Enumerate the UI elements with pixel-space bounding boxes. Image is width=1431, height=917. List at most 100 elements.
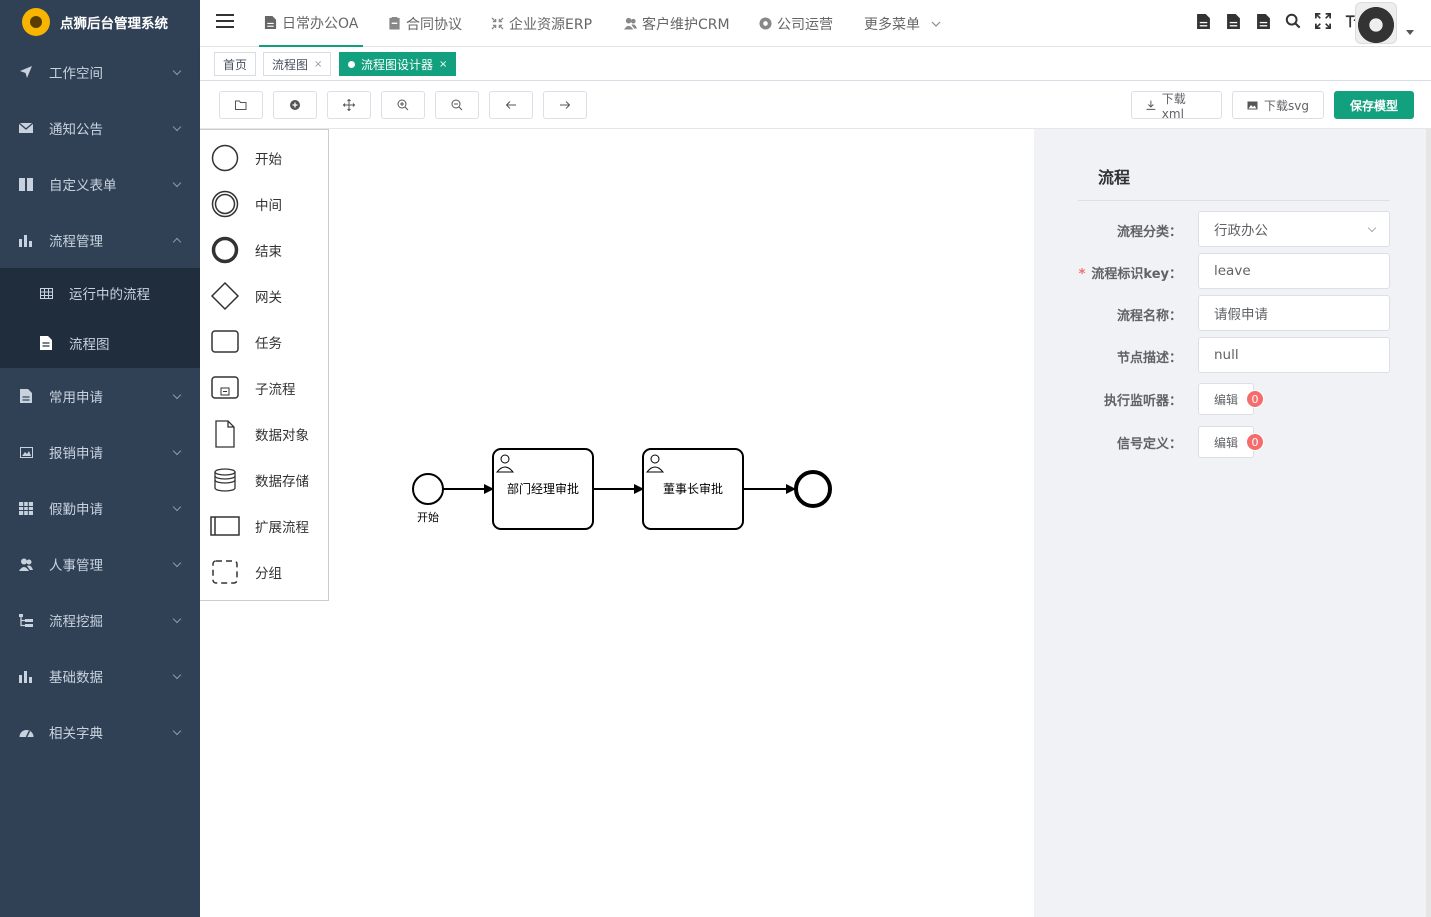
close-icon[interactable]: × [314, 58, 323, 70]
palette-start-event[interactable]: 开始 [200, 135, 328, 181]
node-description-input[interactable]: null [1198, 337, 1390, 373]
palette-subprocess[interactable]: 子流程 [200, 365, 328, 411]
end-event[interactable] [794, 470, 832, 508]
caret-down-icon[interactable] [1406, 30, 1414, 35]
sidebar-item-custom-form[interactable]: 自定义表单 [0, 156, 200, 212]
category-select[interactable]: 行政办公 [1198, 211, 1390, 247]
palette-group[interactable]: 分组 [200, 549, 328, 595]
group-icon [210, 557, 240, 587]
sidebar-item-notice[interactable]: 通知公告 [0, 100, 200, 156]
top-toolbar-icons [1195, 12, 1361, 30]
download-icon [1146, 100, 1156, 110]
palette-pool[interactable]: 扩展流程 [200, 503, 328, 549]
user-task-chairman[interactable]: 董事长审批 [642, 448, 744, 530]
new-diagram-button[interactable] [273, 91, 317, 119]
nav-tab-more-menu[interactable]: 更多菜单 [864, 0, 941, 47]
sidebar-item-label: 假勤申请 [49, 502, 103, 518]
palette-data-object[interactable]: 数据对象 [200, 411, 328, 457]
palette-label: 中间 [255, 198, 282, 214]
open-file-button[interactable] [219, 91, 263, 119]
nav-tab-erp[interactable]: 企业资源ERP [491, 0, 592, 47]
prop-row-signal: 信号定义： 编辑 0 [1034, 426, 1426, 462]
user-task-dept-manager[interactable]: 部门经理审批 [492, 448, 594, 530]
palette-intermediate-event[interactable]: 中间 [200, 181, 328, 227]
sidebar-item-reimburse[interactable]: 报销申请 [0, 424, 200, 480]
tag-home[interactable]: 首页 [214, 52, 257, 76]
palette-task[interactable]: 任务 [200, 319, 328, 365]
chevron-down-icon [172, 670, 182, 680]
move-icon [343, 99, 355, 111]
user-icon [645, 454, 665, 473]
properties-panel: 流程 流程分类： 行政办公 *流程标识key： leave 流程名称： 请假申请… [1034, 129, 1426, 917]
fit-view-button[interactable] [327, 91, 371, 119]
document-icon[interactable] [1225, 12, 1241, 30]
nav-tab-crm[interactable]: 客户维护CRM [624, 0, 730, 47]
zoom-out-button[interactable] [435, 91, 479, 119]
fullscreen-icon[interactable] [1315, 12, 1331, 30]
tag-flowchart[interactable]: 流程图 × [263, 52, 332, 76]
edit-signal-button[interactable]: 编辑 [1198, 426, 1254, 458]
document-icon[interactable] [1195, 12, 1211, 30]
sidebar-item-process-mining[interactable]: 流程挖掘 [0, 592, 200, 648]
tag-label: 首页 [223, 57, 248, 72]
zoom-in-button[interactable] [381, 91, 425, 119]
palette-label: 扩展流程 [255, 520, 309, 536]
sidebar-item-process-management[interactable]: 流程管理 [0, 212, 200, 268]
app-title: 点狮后台管理系统 [60, 16, 168, 32]
edit-listener-button[interactable]: 编辑 [1198, 383, 1254, 415]
process-key-input[interactable]: leave [1198, 253, 1390, 289]
document-icon[interactable] [1255, 12, 1271, 30]
data-store-icon [210, 465, 240, 495]
save-model-button[interactable]: 保存模型 [1334, 91, 1414, 119]
nav-tab-label: 合同协议 [406, 16, 462, 33]
listener-count-badge: 0 [1246, 390, 1264, 408]
nav-tab-label: 公司运营 [777, 16, 833, 33]
scrollbar[interactable] [1426, 129, 1431, 917]
chevron-up-icon [172, 237, 182, 247]
nav-tab-oa[interactable]: 日常办公OA [259, 0, 364, 47]
sidebar-item-leave[interactable]: 假勤申请 [0, 480, 200, 536]
avatar[interactable] [1355, 2, 1397, 44]
button-label: 编辑 [1213, 392, 1238, 407]
sidebar-item-workspace[interactable]: 工作空间 [0, 44, 200, 100]
bpmn-canvas[interactable]: 开始 部门经理审批 董事长审批 [329, 129, 1034, 917]
clipboard-icon [389, 17, 400, 30]
sidebar-subitem-flowchart[interactable]: 流程图 [0, 318, 200, 368]
nav-tab-label: 企业资源ERP [509, 16, 593, 33]
process-name-input[interactable]: 请假申请 [1198, 295, 1390, 331]
gateway-icon [210, 281, 240, 311]
table-icon [38, 285, 54, 301]
palette-label: 数据对象 [255, 428, 309, 444]
tag-flowchart-designer[interactable]: 流程图设计器 × [339, 52, 457, 76]
palette-gateway[interactable]: 网关 [200, 273, 328, 319]
download-svg-button[interactable]: 下载svg [1232, 91, 1324, 119]
book-icon [18, 176, 34, 192]
redo-button[interactable] [543, 91, 587, 119]
nav-tab-contract[interactable]: 合同协议 [388, 0, 462, 47]
logo[interactable]: 点狮后台管理系统 [0, 0, 200, 44]
search-icon[interactable] [1285, 12, 1301, 30]
download-xml-button[interactable]: 下载xml [1131, 91, 1222, 121]
palette-label: 数据存储 [255, 474, 309, 490]
start-event[interactable] [412, 473, 444, 505]
palette-end-event[interactable]: 结束 [200, 227, 328, 273]
sidebar-item-label: 通知公告 [49, 122, 103, 138]
prop-row-key: *流程标识key： leave [1034, 253, 1426, 289]
prop-row-desc: 节点描述： null [1034, 337, 1426, 373]
sidebar-item-dictionary[interactable]: 相关字典 [0, 704, 200, 760]
lion-logo-icon [22, 8, 50, 36]
palette-data-store[interactable]: 数据存储 [200, 457, 328, 503]
close-icon[interactable]: × [439, 58, 448, 70]
button-label: 下载xml [1161, 91, 1186, 121]
undo-button[interactable] [489, 91, 533, 119]
chevron-down-icon [1367, 223, 1377, 233]
hamburger-icon[interactable] [216, 14, 234, 30]
sidebar-item-basic-data[interactable]: 基础数据 [0, 648, 200, 704]
signal-count-badge: 0 [1246, 433, 1264, 451]
nav-tab-operations[interactable]: 公司运营 [759, 0, 833, 47]
sidebar-item-hr[interactable]: 人事管理 [0, 536, 200, 592]
sidebar-item-label: 流程图 [69, 337, 110, 353]
sidebar-item-common-apply[interactable]: 常用申请 [0, 368, 200, 424]
sidebar-subitem-running-process[interactable]: 运行中的流程 [0, 268, 200, 318]
nav-tab-label: 客户维护CRM [642, 16, 730, 33]
